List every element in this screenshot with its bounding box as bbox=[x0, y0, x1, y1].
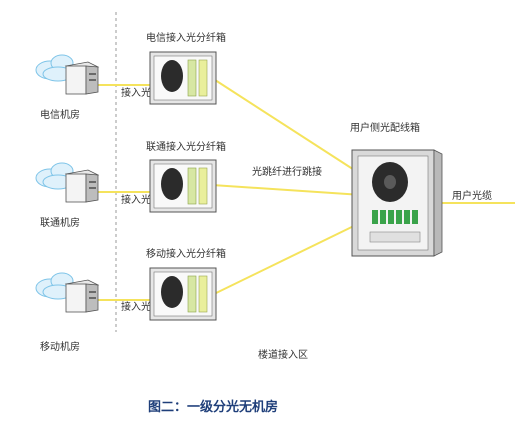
box-label: 联通接入光分纤箱 bbox=[146, 140, 226, 153]
server-icon bbox=[64, 169, 100, 203]
fiber-distribution-box bbox=[149, 51, 217, 105]
room-telecom: 电信机房 接入光缆 电信接入光分纤箱 bbox=[35, 31, 226, 121]
box-label: 移动接入光分纤箱 bbox=[146, 247, 226, 260]
fiber-line-telecom bbox=[211, 77, 363, 176]
zone-label: 楼道接入区 bbox=[258, 348, 308, 361]
room-label: 移动机房 bbox=[40, 340, 80, 353]
fiber-distribution-box bbox=[149, 159, 217, 213]
user-box-label: 用户侧光配线箱 bbox=[350, 121, 420, 134]
room-label: 联通机房 bbox=[40, 216, 80, 229]
server-icon bbox=[64, 279, 100, 313]
fiber-lines bbox=[96, 77, 515, 301]
fiber-line-mobile bbox=[211, 221, 363, 296]
box-label: 电信接入光分纤箱 bbox=[146, 31, 226, 44]
figure-caption: 图二：一级分光无机房 bbox=[148, 399, 278, 415]
adapter-row bbox=[372, 210, 418, 224]
server-icon bbox=[64, 61, 100, 95]
room-label: 电信机房 bbox=[40, 108, 80, 121]
fiber-line-unicom bbox=[211, 184, 363, 196]
fiber-distribution-box bbox=[149, 267, 217, 321]
room-unicom: 联通机房 接入光缆 联通接入光分纤箱 bbox=[35, 140, 226, 229]
user-distribution-box: 用户侧光配线箱 bbox=[350, 121, 443, 257]
user-cable-label: 用户光缆 bbox=[452, 189, 492, 202]
jumper-label: 光跳纤进行跳接 bbox=[252, 165, 322, 178]
room-mobile: 移动机房 接入光缆 移动接入光分纤箱 bbox=[35, 247, 226, 353]
